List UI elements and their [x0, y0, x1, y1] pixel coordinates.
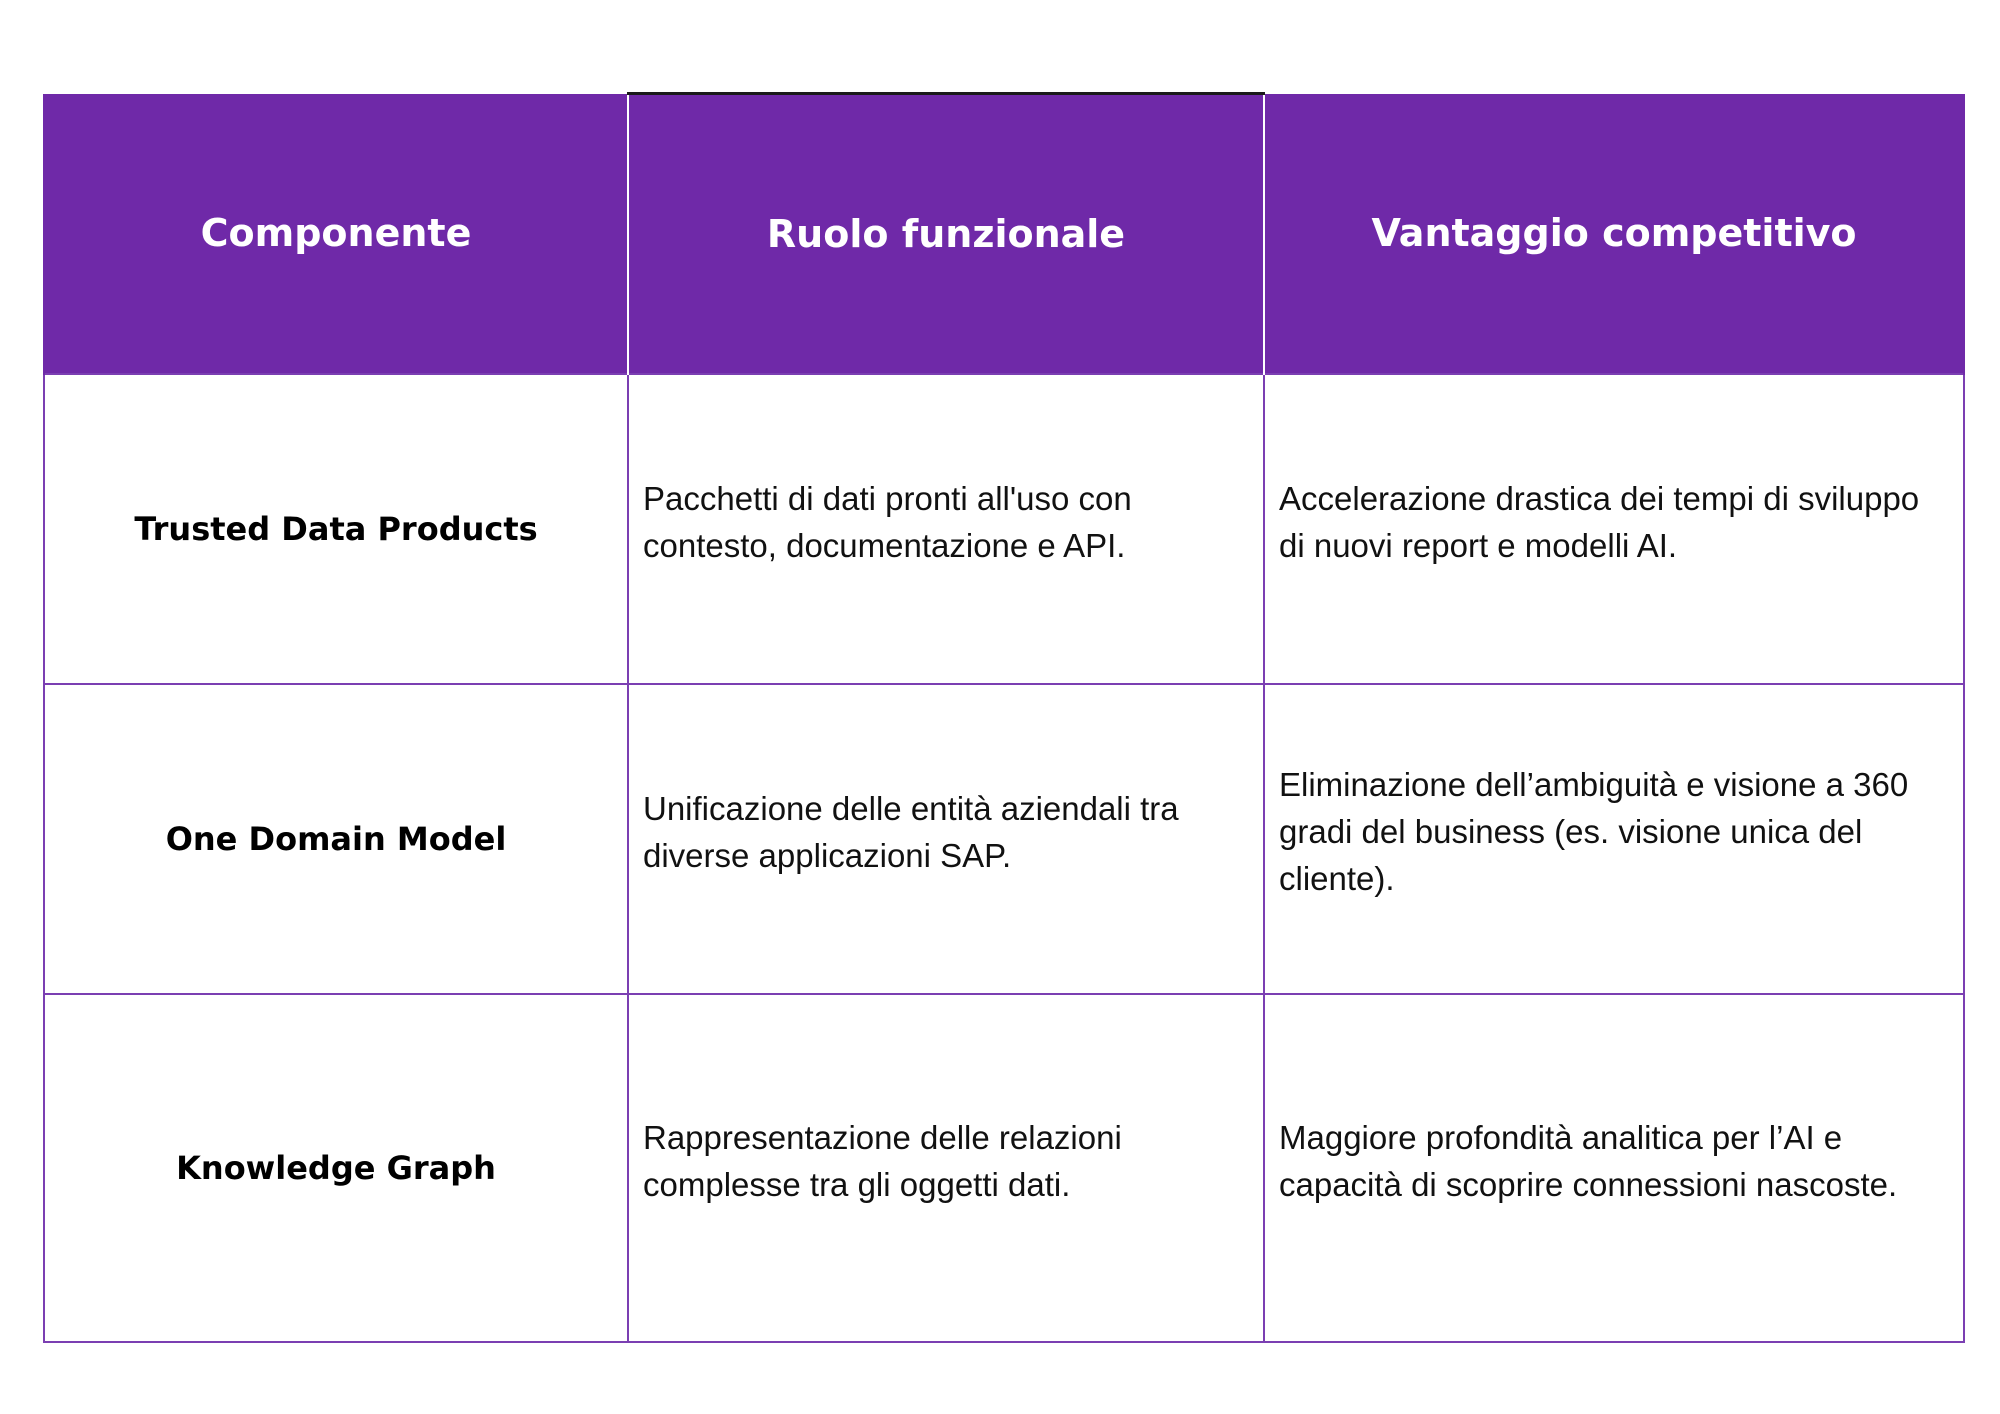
table-row: One Domain Model Unificazione delle enti…	[43, 682, 1965, 995]
table-header-row: Componente Ruolo funzionale Vantaggio co…	[43, 92, 1965, 374]
comparison-table: Componente Ruolo funzionale Vantaggio co…	[43, 92, 1965, 1343]
component-cell: Trusted Data Products	[43, 372, 629, 685]
advantage-cell: Eliminazione dell’ambiguità e visione a …	[1263, 682, 1965, 995]
component-cell: Knowledge Graph	[43, 992, 629, 1343]
role-cell: Unificazione delle entità aziendali tra …	[627, 682, 1265, 995]
header-componente: Componente	[43, 93, 629, 374]
advantage-cell: Accelerazione drastica dei tempi di svil…	[1263, 372, 1965, 685]
advantage-cell: Maggiore profondità analitica per l’AI e…	[1263, 992, 1965, 1343]
component-cell: One Domain Model	[43, 682, 629, 995]
role-cell: Rappresentazione delle relazioni comples…	[627, 992, 1265, 1343]
role-cell: Pacchetti di dati pronti all'uso con con…	[627, 372, 1265, 685]
header-vantaggio-competitivo: Vantaggio competitivo	[1263, 93, 1965, 374]
table-row: Trusted Data Products Pacchetti di dati …	[43, 372, 1965, 685]
table-row: Knowledge Graph Rappresentazione delle r…	[43, 992, 1965, 1343]
header-ruolo-funzionale: Ruolo funzionale	[627, 92, 1265, 374]
